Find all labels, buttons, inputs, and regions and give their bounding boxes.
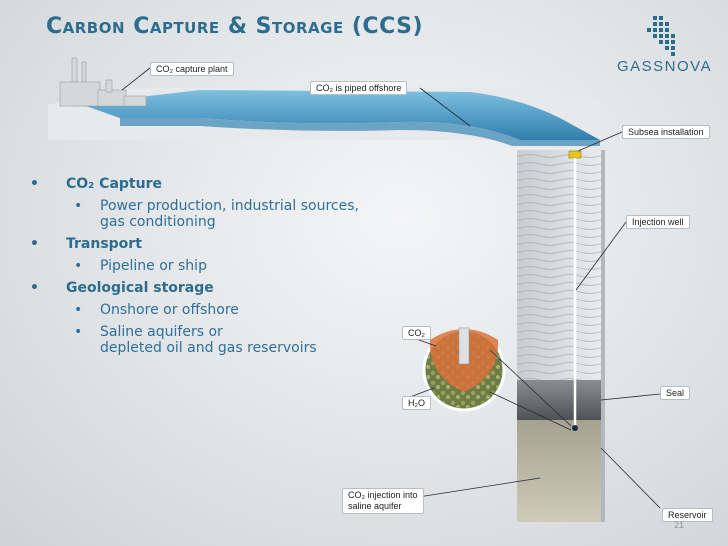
- page-number: 21: [674, 520, 684, 530]
- sub-bullet-onshore: Onshore or offshore: [30, 302, 400, 318]
- sub-bullet-saline-aquifers: Saline aquifers or depleted oil and gas …: [30, 324, 400, 356]
- label-co2: CO₂: [402, 326, 431, 340]
- subsea-installation-icon: [569, 151, 581, 158]
- label-co2-injection-line2: saline aquifer: [348, 501, 402, 511]
- label-piped-offshore: CO₂ is piped offshore: [310, 81, 407, 95]
- bullet-geological-storage: Geological storage: [30, 280, 400, 296]
- label-co2-injection-line1: CO₂ injection into: [348, 490, 418, 500]
- sub-bullet-pipeline: Pipeline or ship: [30, 258, 400, 274]
- label-reservoir: Reservoir: [662, 508, 713, 522]
- bullet-co2-capture: CO₂ Capture: [30, 176, 400, 192]
- seal-layer: [517, 380, 601, 420]
- capture-plant-icon: [60, 58, 146, 106]
- bullet-transport: Transport: [30, 236, 400, 252]
- label-injection-well: Injection well: [626, 215, 690, 229]
- bullet-list: CO₂ Capture Power production, industrial…: [30, 176, 400, 362]
- label-subsea-installation: Subsea installation: [622, 125, 710, 139]
- label-h2o: H₂O: [402, 396, 431, 410]
- reservoir-layer: [517, 420, 601, 522]
- label-seal: Seal: [660, 386, 690, 400]
- pore-magnifier: [424, 328, 504, 410]
- label-capture-plant: CO₂ capture plant: [150, 62, 234, 76]
- sub-bullet-power-production: Power production, industrial sources, ga…: [30, 198, 400, 230]
- label-co2-injection: CO₂ injection into saline aquifer: [342, 488, 424, 514]
- injection-point: [572, 425, 578, 431]
